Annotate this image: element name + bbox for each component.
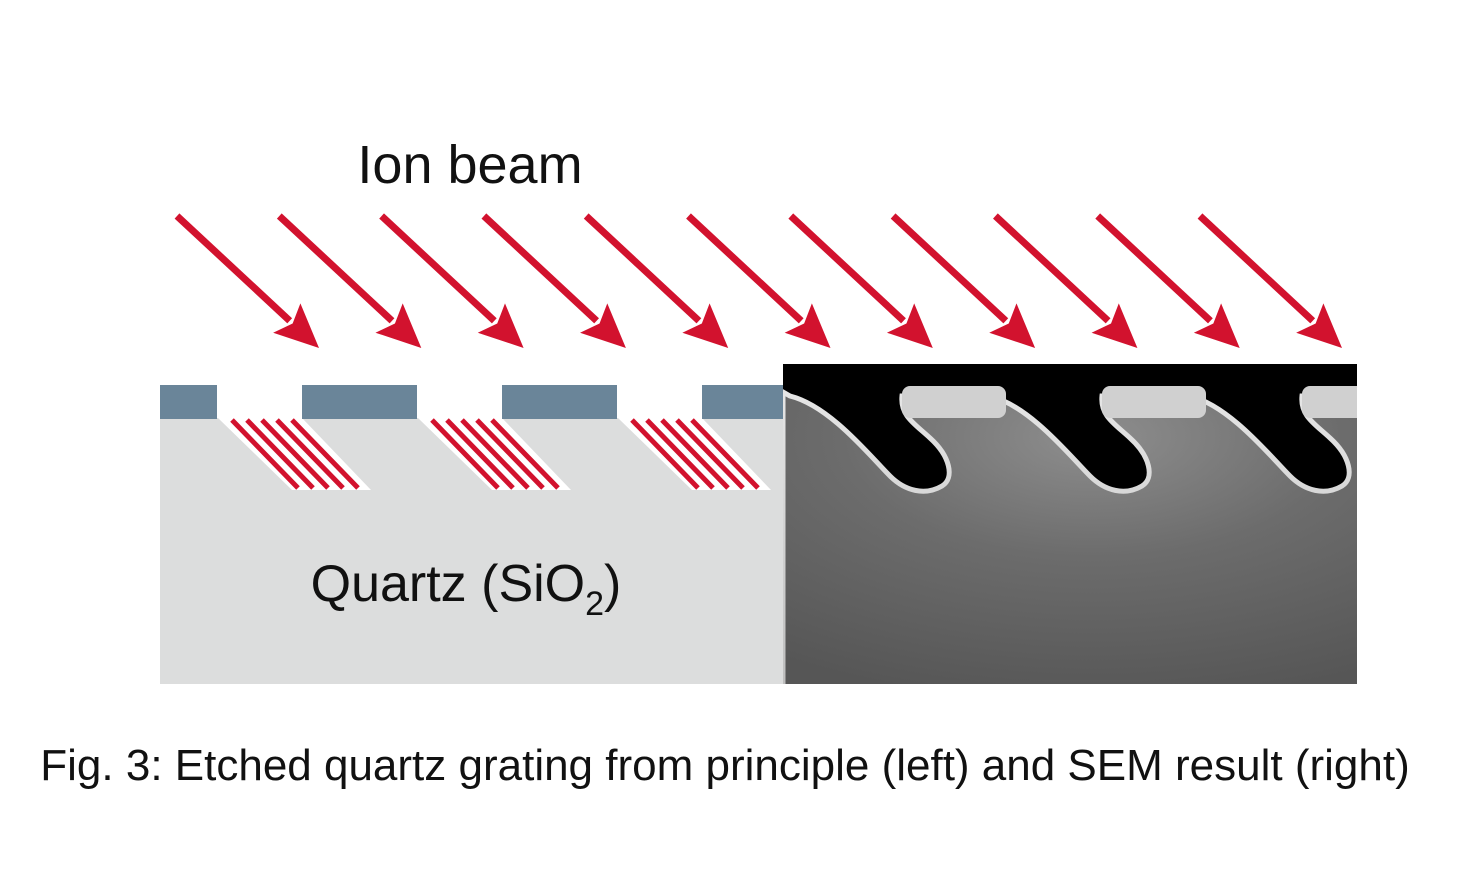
arrow-head bbox=[375, 303, 422, 348]
arrow-shaft bbox=[379, 213, 497, 324]
ion-beam-arrow bbox=[1197, 213, 1342, 348]
etched-groove bbox=[618, 418, 771, 490]
quartz-label-subscript: 2 bbox=[585, 585, 604, 623]
ion-beam-arrow bbox=[686, 213, 831, 348]
ion-beam-label: Ion beam bbox=[357, 135, 582, 195]
arrow-shaft bbox=[993, 213, 1111, 324]
arrow-shaft bbox=[276, 213, 395, 324]
groove-stripe bbox=[645, 418, 715, 490]
etched-groove bbox=[418, 418, 571, 490]
arrow-shaft bbox=[583, 213, 702, 324]
arrow-head bbox=[273, 303, 319, 348]
ion-beam-arrow bbox=[174, 213, 319, 348]
ion-beam-arrow bbox=[788, 213, 933, 348]
arrow-head bbox=[886, 303, 933, 348]
sem-pillar-top bbox=[1302, 386, 1357, 418]
groove-stripe bbox=[260, 418, 330, 490]
groove-stripe bbox=[445, 418, 515, 490]
arrow-shaft bbox=[174, 213, 293, 324]
ion-beam-arrow bbox=[379, 213, 524, 348]
ion-beam-arrows bbox=[174, 213, 1342, 348]
groove-stripe bbox=[660, 418, 730, 490]
groove-stripe bbox=[230, 418, 300, 490]
ion-beam-arrow bbox=[276, 213, 422, 348]
mask-segment bbox=[302, 385, 417, 419]
arrow-head bbox=[989, 303, 1036, 348]
groove-stripe bbox=[690, 418, 760, 490]
sem-etched-profile bbox=[783, 389, 1357, 684]
arrow-shaft bbox=[686, 213, 804, 324]
mask-segment bbox=[502, 385, 617, 419]
groove-stripe bbox=[290, 418, 360, 490]
ion-beam-arrow bbox=[481, 213, 626, 348]
arrow-shaft bbox=[1197, 213, 1316, 324]
arrow-shaft bbox=[890, 213, 1009, 324]
mask-segment bbox=[160, 385, 217, 419]
etched-grooves bbox=[218, 418, 771, 490]
quartz-label-main: Quartz (SiO bbox=[311, 555, 586, 613]
groove-stripe bbox=[430, 418, 500, 490]
arrow-head bbox=[1296, 303, 1342, 348]
arrow-head bbox=[477, 303, 524, 348]
arrow-head bbox=[784, 303, 831, 348]
groove-stripe bbox=[475, 418, 545, 490]
ion-beam-arrow bbox=[1095, 213, 1240, 348]
arrow-shaft bbox=[481, 213, 599, 324]
arrow-shaft bbox=[1095, 213, 1213, 324]
ion-beam-arrow bbox=[890, 213, 1036, 348]
arrow-head bbox=[1091, 303, 1138, 348]
arrow-shaft bbox=[788, 213, 906, 324]
groove-stripe bbox=[245, 418, 315, 490]
quartz-label-close: ) bbox=[604, 555, 621, 613]
mask-segment bbox=[702, 385, 784, 419]
groove-stripe bbox=[275, 418, 345, 490]
sem-pillar-tops bbox=[902, 386, 1357, 418]
arrow-head bbox=[580, 303, 626, 348]
sem-image bbox=[783, 364, 1357, 684]
groove-stripe bbox=[460, 418, 530, 490]
arrow-head bbox=[1193, 303, 1240, 348]
groove-stripe bbox=[675, 418, 745, 490]
mask-segments bbox=[160, 385, 784, 419]
ion-beam-arrow bbox=[583, 213, 729, 348]
figure-caption: Fig. 3: Etched quartz grating from princ… bbox=[40, 741, 1409, 790]
sem-pillar-top bbox=[1102, 386, 1206, 418]
arrow-head bbox=[682, 303, 729, 348]
groove-stripe bbox=[490, 418, 560, 490]
sem-pillar-top bbox=[902, 386, 1006, 418]
groove-stripe bbox=[630, 418, 700, 490]
etched-groove bbox=[218, 418, 371, 490]
quartz-label: Quartz (SiO2) bbox=[311, 555, 622, 623]
ion-beam-arrow bbox=[993, 213, 1138, 348]
